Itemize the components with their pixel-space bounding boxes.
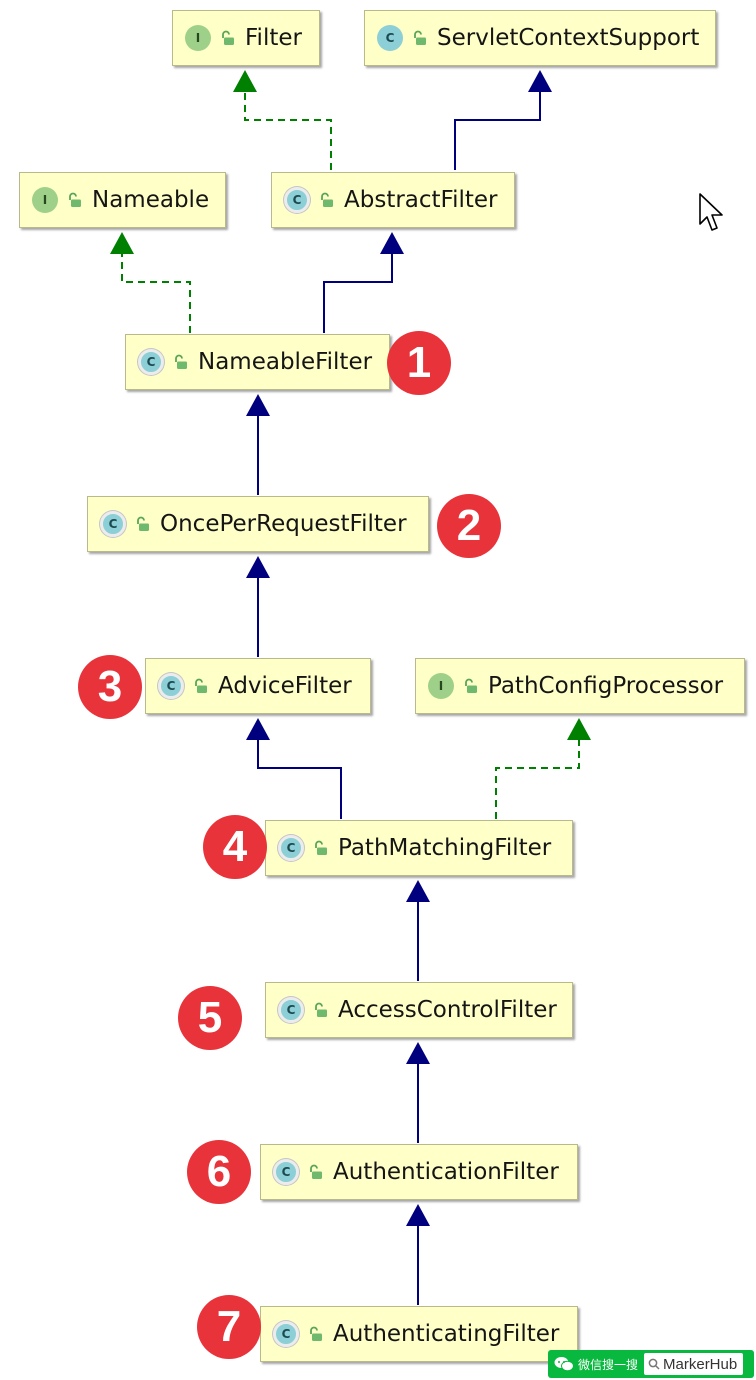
node-authenticationfilter[interactable]: C AuthenticationFilter — [260, 1144, 578, 1200]
step-badge-4: 4 — [203, 815, 267, 879]
node-servletcontextsupport[interactable]: C ServletContextSupport — [364, 10, 716, 66]
arrowhead-advicefilter — [246, 718, 270, 740]
unlock-icon — [465, 678, 477, 693]
node-name: Filter — [245, 25, 302, 51]
node-authenticatingfilter[interactable]: C AuthenticatingFilter — [260, 1306, 578, 1362]
node-abstractfilter[interactable]: C AbstractFilter — [271, 172, 515, 228]
arrowhead-accesscontrolfilter — [406, 1042, 430, 1064]
arrowhead-pathconfigprocessor — [567, 718, 591, 740]
account-box: MarkerHub — [644, 1353, 744, 1375]
arrowhead-onceperrequestfilter — [246, 556, 270, 578]
mouse-cursor-icon — [699, 193, 723, 231]
abstract-class-icon: C — [278, 997, 304, 1023]
abstract-class-icon: C — [273, 1321, 299, 1347]
arrowhead-nameablefilter — [246, 394, 270, 416]
wechat-icon — [554, 1357, 574, 1372]
abstract-class-icon: C — [158, 673, 184, 699]
edge-pathmatchingfilter-implements-pathconfigprocessor — [495, 736, 580, 819]
unlock-icon — [310, 1326, 322, 1341]
unlock-icon — [315, 1002, 327, 1017]
interface-icon: I — [185, 25, 211, 51]
node-name: Nameable — [92, 187, 210, 213]
node-name: ServletContextSupport — [437, 25, 700, 51]
arrowhead-filter — [233, 70, 257, 92]
step-badge-5: 5 — [178, 986, 242, 1050]
node-name: AccessControlFilter — [338, 997, 557, 1023]
wechat-search-label: 微信搜一搜 — [578, 1357, 639, 1372]
step-badge-7: 7 — [197, 1295, 261, 1359]
edge-abstractfilter-implements-filter — [244, 88, 332, 170]
node-name: AuthenticatingFilter — [333, 1321, 560, 1347]
unlock-icon — [414, 30, 426, 45]
arrowhead-nameable — [110, 232, 134, 254]
arrowhead-servletcontextsupport — [528, 70, 552, 92]
node-name: AuthenticationFilter — [333, 1159, 559, 1185]
abstract-class-icon: C — [138, 349, 164, 375]
unlock-icon — [137, 516, 149, 531]
node-nameable[interactable]: I Nameable — [19, 172, 226, 228]
node-onceperrequestfilter[interactable]: C OncePerRequestFilter — [87, 496, 429, 552]
step-badge-2: 2 — [437, 494, 501, 558]
arrowhead-authenticationfilter — [406, 1204, 430, 1226]
class-icon: C — [377, 25, 403, 51]
node-filter[interactable]: I Filter — [172, 10, 320, 66]
unlock-icon — [195, 678, 207, 693]
edge-pathmatchingfilter-extends-advicefilter — [257, 736, 342, 819]
search-icon — [648, 1358, 660, 1370]
interface-icon: I — [32, 187, 58, 213]
unlock-icon — [310, 1164, 322, 1179]
step-badge-6: 6 — [187, 1140, 251, 1204]
edge-nameablefilter-extends-abstractfilter — [323, 250, 393, 333]
node-name: AdviceFilter — [218, 673, 352, 699]
node-accesscontrolfilter[interactable]: C AccessControlFilter — [265, 982, 573, 1038]
arrowhead-pathmatchingfilter — [406, 880, 430, 902]
abstract-class-icon: C — [100, 511, 126, 537]
unlock-icon — [222, 30, 234, 45]
node-name: PathConfigProcessor — [488, 673, 724, 699]
unlock-icon — [69, 192, 81, 207]
edge-abstractfilter-extends-servletcontextsupport — [454, 88, 541, 170]
node-name: NameableFilter — [198, 349, 373, 375]
unlock-icon — [321, 192, 333, 207]
wechat-watermark: 微信搜一搜 MarkerHub — [548, 1350, 754, 1378]
node-nameablefilter[interactable]: C NameableFilter — [125, 334, 390, 390]
unlock-icon — [315, 840, 327, 855]
node-advicefilter[interactable]: C AdviceFilter — [145, 658, 371, 714]
abstract-class-icon: C — [273, 1159, 299, 1185]
abstract-class-icon: C — [278, 835, 304, 861]
node-pathmatchingfilter[interactable]: C PathMatchingFilter — [265, 820, 573, 876]
node-name: PathMatchingFilter — [338, 835, 552, 861]
node-name: AbstractFilter — [344, 187, 498, 213]
step-badge-3: 3 — [78, 655, 142, 719]
step-badge-1: 1 — [387, 331, 451, 395]
arrowhead-abstractfilter — [380, 232, 404, 254]
account-name: MarkerHub — [663, 1355, 738, 1373]
interface-icon: I — [428, 673, 454, 699]
abstract-class-icon: C — [284, 187, 310, 213]
edge-nameablefilter-implements-nameable — [121, 250, 191, 333]
node-pathconfigprocessor[interactable]: I PathConfigProcessor — [415, 658, 745, 714]
node-name: OncePerRequestFilter — [160, 511, 407, 537]
unlock-icon — [175, 354, 187, 369]
